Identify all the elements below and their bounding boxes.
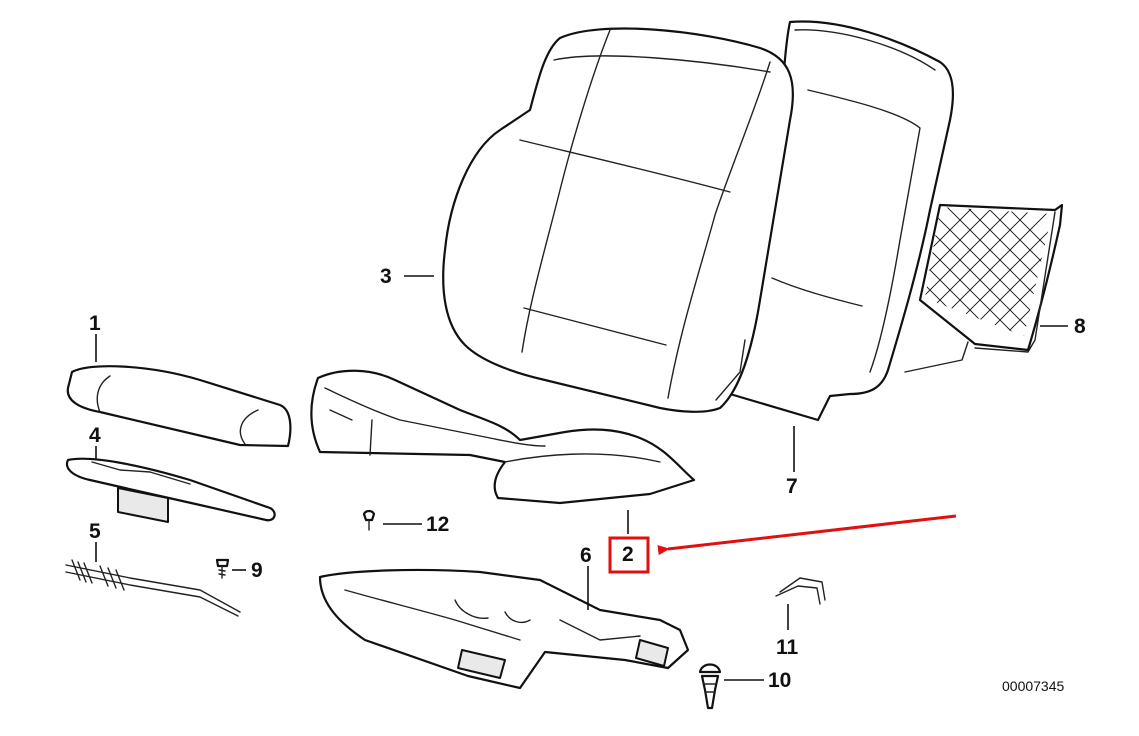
wire-clip: [775, 577, 826, 605]
armrest-bracket: [65, 457, 276, 523]
label-part-11: 11: [776, 636, 799, 659]
label-part-6: 6: [580, 544, 592, 567]
adjustment-rod: [65, 559, 241, 617]
label-part-3: 3: [380, 265, 392, 288]
push-rivet: [698, 663, 722, 710]
part-labels: 1 2 3 4 5 6 7 8 9 10 11 12: [89, 265, 1086, 692]
screw-12: [362, 509, 376, 531]
highlight-arrow: [657, 514, 957, 556]
seat-cushion: [310, 369, 696, 505]
label-part-12: 12: [426, 513, 449, 536]
label-part-10: 10: [768, 669, 791, 692]
screw-9: [215, 558, 230, 579]
label-part-8: 8: [1074, 315, 1086, 338]
leader-lines: [95, 275, 1068, 681]
diagram-reference-number: 00007345: [1002, 678, 1065, 694]
highlight-box-part-2: [608, 536, 650, 574]
armrest: [66, 365, 292, 448]
label-part-2: 2: [622, 543, 634, 566]
label-part-4: 4: [89, 424, 101, 447]
label-part-7: 7: [786, 475, 798, 498]
seat-pan: [318, 568, 690, 690]
backrest-cushion: [442, 27, 794, 413]
label-part-9: 9: [251, 559, 263, 582]
label-part-5: 5: [89, 520, 101, 543]
label-part-1: 1: [89, 312, 101, 335]
storage-net: [904, 203, 1064, 373]
